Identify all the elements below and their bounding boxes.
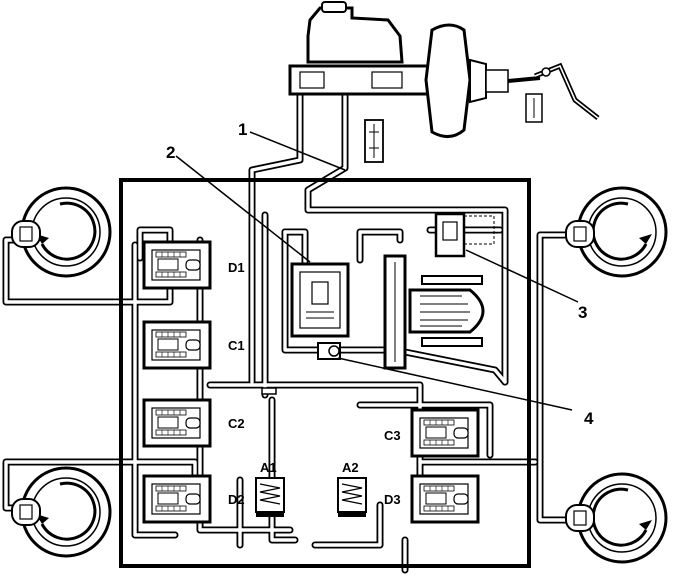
label-d3: D3 [384,492,401,507]
label-a2: A2 [342,460,359,475]
label-c2: C2 [228,416,245,431]
callout-3: 3 [578,303,587,322]
wheel-left-front [11,186,112,278]
valve-d2 [142,474,212,524]
hydraulic-unit-outline [119,178,531,568]
hydraulic-lines [2,84,576,574]
brake-pedal [525,62,600,123]
label-c3: C3 [384,428,401,443]
valve-d3 [410,474,480,524]
pump-motor [408,275,485,347]
valve-d1 [142,240,212,290]
callout-1: 1 [238,120,247,139]
component-4 [317,342,341,360]
wheel-right-rear [565,472,668,564]
return-pump [290,262,350,338]
pressure-switch [364,119,384,163]
callout-2: 2 [166,143,175,162]
leader-lines [175,131,579,411]
valve-c3 [410,408,480,458]
wheel-left-rear [11,466,112,558]
master-cylinder-assembly [288,1,600,163]
valve-c1 [142,320,212,370]
small-restrictor [261,387,277,395]
callout-4: 4 [584,409,594,428]
brake-booster [424,23,541,138]
accumulator-a2 [337,477,367,518]
label-c1: C1 [228,338,245,353]
valve-c2 [142,398,212,448]
valve-3 [434,212,495,258]
label-d1: D1 [228,260,245,275]
label-d2: D2 [228,492,245,507]
master-cylinder [288,64,432,96]
accumulator-a1 [255,477,285,518]
wheel-right-front [565,186,668,278]
label-a1: A1 [260,460,277,475]
pump-manifold-bar [383,254,407,370]
